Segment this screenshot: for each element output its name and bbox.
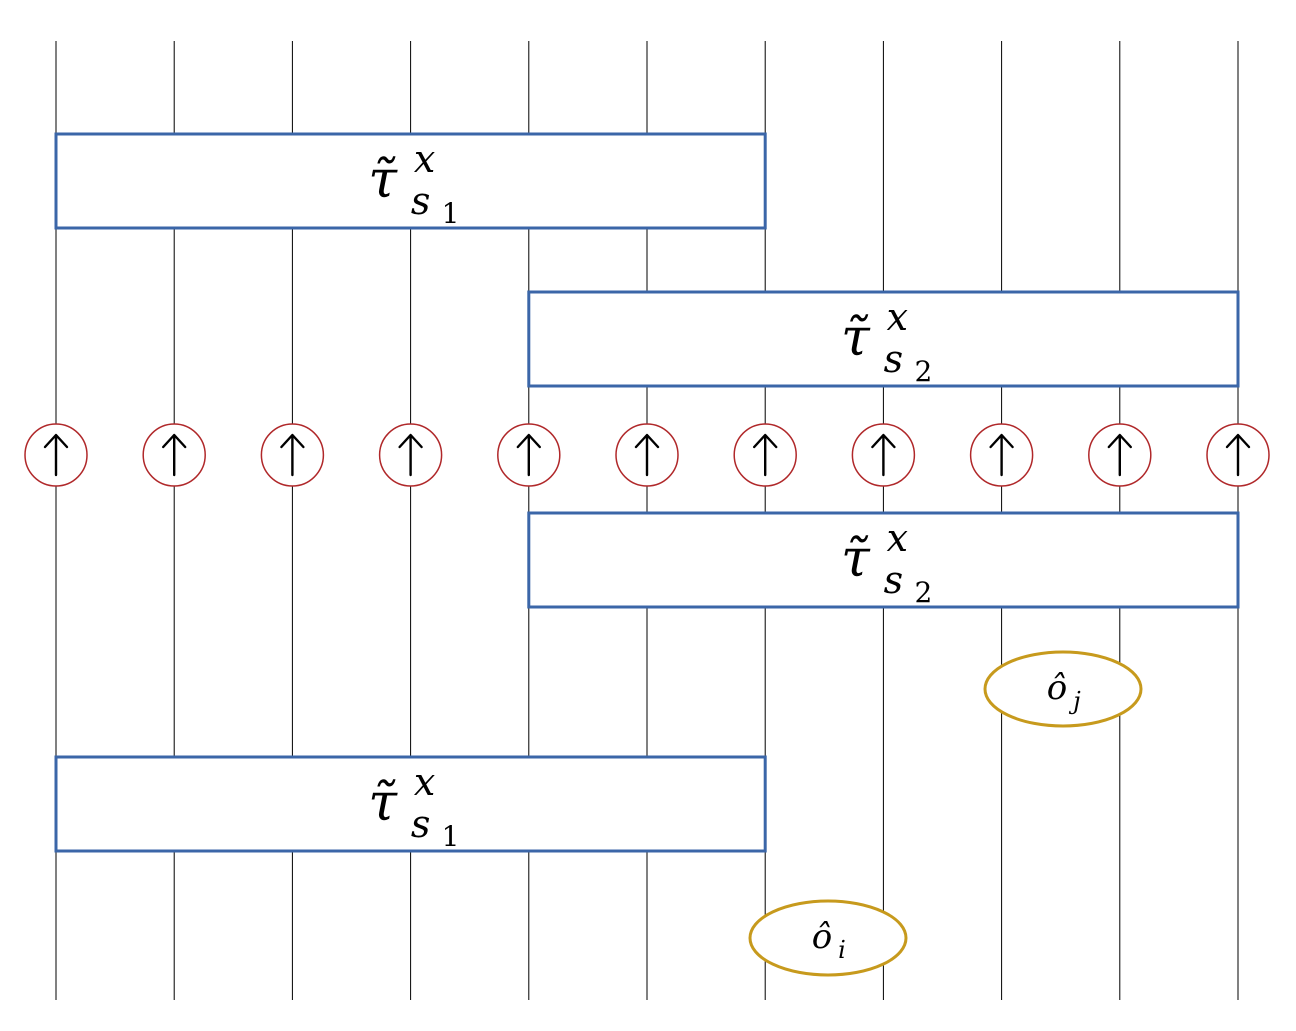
up-arrow-icon xyxy=(43,433,69,477)
spin-site-10 xyxy=(1088,423,1152,487)
observable-ellipse xyxy=(983,650,1143,728)
spin-site-1 xyxy=(24,423,88,487)
gate-superscript: x xyxy=(414,760,435,804)
observable-symbol: ô xyxy=(812,917,832,957)
up-arrow-icon xyxy=(280,433,305,477)
observable-subscript: i xyxy=(838,936,846,964)
up-arrow-icon xyxy=(989,433,1014,477)
gate-subscript-index: 1 xyxy=(442,197,460,230)
spin-site-5 xyxy=(497,423,561,487)
up-arrow-icon xyxy=(162,433,187,477)
gate-subscript-index: 2 xyxy=(914,576,932,609)
up-arrow-icon xyxy=(634,433,660,477)
gate-symbol: τ̃ xyxy=(841,529,871,589)
up-arrow-icon xyxy=(516,433,541,477)
up-arrow-icon xyxy=(1107,433,1132,477)
gate-subscript-letter: s xyxy=(411,179,431,223)
spin-site-4 xyxy=(378,423,443,487)
up-arrow-icon xyxy=(871,433,896,477)
gate-superscript: x xyxy=(887,516,908,560)
up-arrow-icon xyxy=(1225,433,1251,477)
gate-symbol: τ̃ xyxy=(368,150,398,210)
gate-rect xyxy=(54,132,767,230)
gate-subscript-index: 2 xyxy=(914,355,932,388)
gate-superscript: x xyxy=(414,137,435,181)
observable-ellipse xyxy=(748,899,908,977)
gate-rect xyxy=(527,511,1240,609)
spin-row xyxy=(24,423,1270,487)
spin-site-2 xyxy=(142,423,206,487)
gate-subscript-letter: s xyxy=(884,558,904,602)
spin-site-11 xyxy=(1206,423,1270,487)
gate-subscript-index: 1 xyxy=(442,820,460,853)
gate-rect xyxy=(527,290,1240,388)
gate-subscript-letter: s xyxy=(884,337,904,381)
gate-rect xyxy=(54,755,767,853)
gate-symbol: τ̃ xyxy=(841,308,871,368)
observable-symbol: ô xyxy=(1047,668,1067,708)
spin-site-9 xyxy=(969,423,1034,487)
spin-site-3 xyxy=(260,423,325,487)
spin-site-8 xyxy=(851,423,916,487)
spin-site-7 xyxy=(733,423,797,487)
gate-superscript: x xyxy=(887,295,908,339)
spin-site-6 xyxy=(615,423,679,487)
up-arrow-icon xyxy=(398,433,423,477)
gate-subscript-letter: s xyxy=(411,802,431,846)
up-arrow-icon xyxy=(753,433,778,477)
gate-symbol: τ̃ xyxy=(368,773,398,833)
